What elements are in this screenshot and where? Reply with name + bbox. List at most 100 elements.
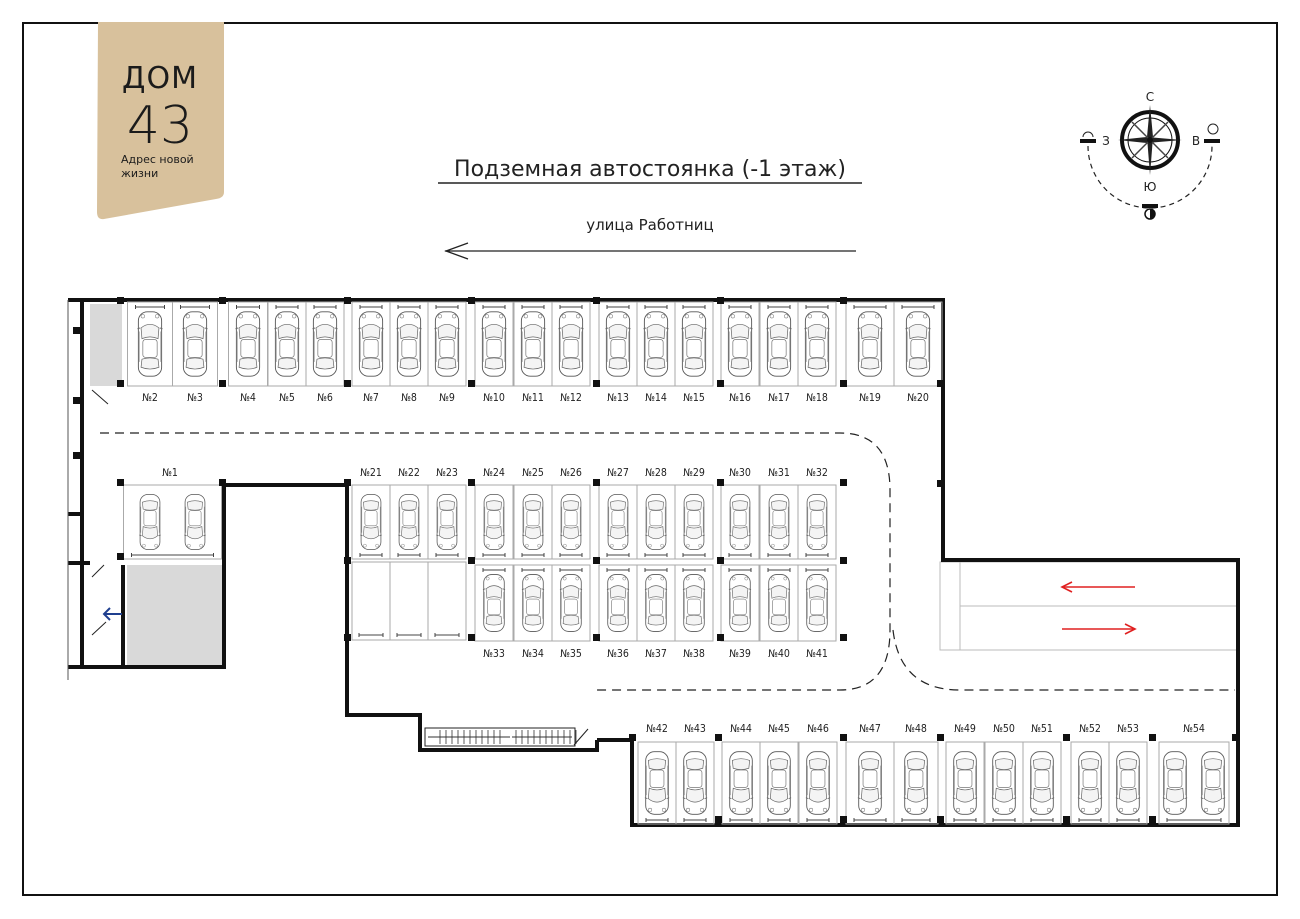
logo-brand: ДОМ [122,61,198,96]
pillar [593,479,600,486]
car-icon [359,494,383,550]
pillar [344,297,351,304]
parking-spot[interactable] [551,564,591,642]
utility-area [90,304,122,386]
car-icon [1029,751,1055,815]
pillar [344,479,351,486]
pillar [629,734,636,741]
spot-label: №24 [483,467,505,479]
parking-spot[interactable] [172,301,218,387]
spot-label: №46 [807,723,829,735]
parking-spot[interactable] [674,484,714,560]
parking-spot[interactable] [1158,741,1230,825]
parking-spot[interactable] [305,301,345,387]
parking-spot[interactable] [893,741,939,825]
car-icon [1077,751,1103,815]
car-icon [680,311,708,377]
parking-spot[interactable] [474,484,514,560]
parking-spot[interactable] [797,484,837,560]
spot-label: №11 [522,392,544,404]
pillar [840,734,847,741]
pillar [73,397,80,404]
pillar [1232,734,1239,741]
pillar [937,734,944,741]
parking-spot[interactable] [720,564,760,642]
parking-spot[interactable] [945,741,985,825]
pillar [344,380,351,387]
car-icon [728,494,752,550]
pillar [717,634,724,641]
parking-spot[interactable] [798,741,838,825]
parking-spot[interactable] [797,301,837,387]
parking-spot[interactable] [720,484,760,560]
pillar [117,380,124,387]
logo: ДОМ 43 Адрес новой жизни [97,22,224,220]
pillar [219,297,226,304]
parking-spot[interactable] [1108,741,1148,825]
car-icon [642,311,670,377]
logo-number: 43 [127,96,193,156]
parking-spot[interactable] [551,484,591,560]
parking-spot[interactable] [1022,741,1062,825]
street-direction-arrow [444,242,856,260]
car-icon [183,494,207,550]
spot-label: №29 [683,467,705,479]
spot-label: №36 [607,648,629,660]
ramp-exit-arrow [1060,581,1135,593]
parking-spot[interactable] [674,564,714,642]
car-icon [521,494,545,550]
spot-label: №6 [317,392,333,404]
spot-label: №52 [1079,723,1101,735]
parking-spot[interactable] [551,301,591,387]
spot-label: №50 [993,723,1015,735]
page-title: Подземная автостоянка (-1 этаж) [454,157,846,182]
pillar [840,816,847,823]
spot-label: №42 [646,723,668,735]
empty-bay [389,561,429,641]
pillar [219,380,226,387]
parking-spot[interactable] [675,741,715,825]
pillar [468,297,475,304]
spot-label: №25 [522,467,544,479]
parking-spot[interactable] [474,301,514,387]
spot-label: №43 [684,723,706,735]
pillar [593,557,600,564]
half-sun-icon [1144,208,1156,220]
pillar [117,297,124,304]
spot-label: №13 [607,392,629,404]
spot-label: №22 [398,467,420,479]
car-icon [557,311,585,377]
car-icon [433,311,461,377]
car-icon [728,574,752,632]
pillar [715,734,722,741]
pillar [1149,734,1156,741]
parking-spot[interactable] [674,301,714,387]
spot-label: №20 [907,392,929,404]
parking-spot[interactable] [893,301,943,387]
parking-spot[interactable] [427,484,467,560]
spot-label: №44 [730,723,752,735]
car-icon [857,751,883,815]
car-icon [644,751,670,815]
parking-spot[interactable] [427,301,467,387]
spot-label: №8 [401,392,417,404]
empty-bay [427,561,467,641]
car-icon [559,494,583,550]
car-icon [766,751,792,815]
parking-spot[interactable] [720,301,760,387]
parking-spot[interactable] [797,564,837,642]
pillar [1149,816,1156,823]
spot-label: №48 [905,723,927,735]
car-icon [480,311,508,377]
parking-spot[interactable] [474,564,514,642]
parking-spot[interactable] [123,484,222,560]
spot-label: №21 [360,467,382,479]
pillar [1063,816,1070,823]
pillars [73,297,1239,823]
pillar [593,380,600,387]
car-icon [521,574,545,632]
parking-spot[interactable] [759,741,799,825]
pillar [73,452,80,459]
compass: С Ю З В [1080,90,1220,220]
